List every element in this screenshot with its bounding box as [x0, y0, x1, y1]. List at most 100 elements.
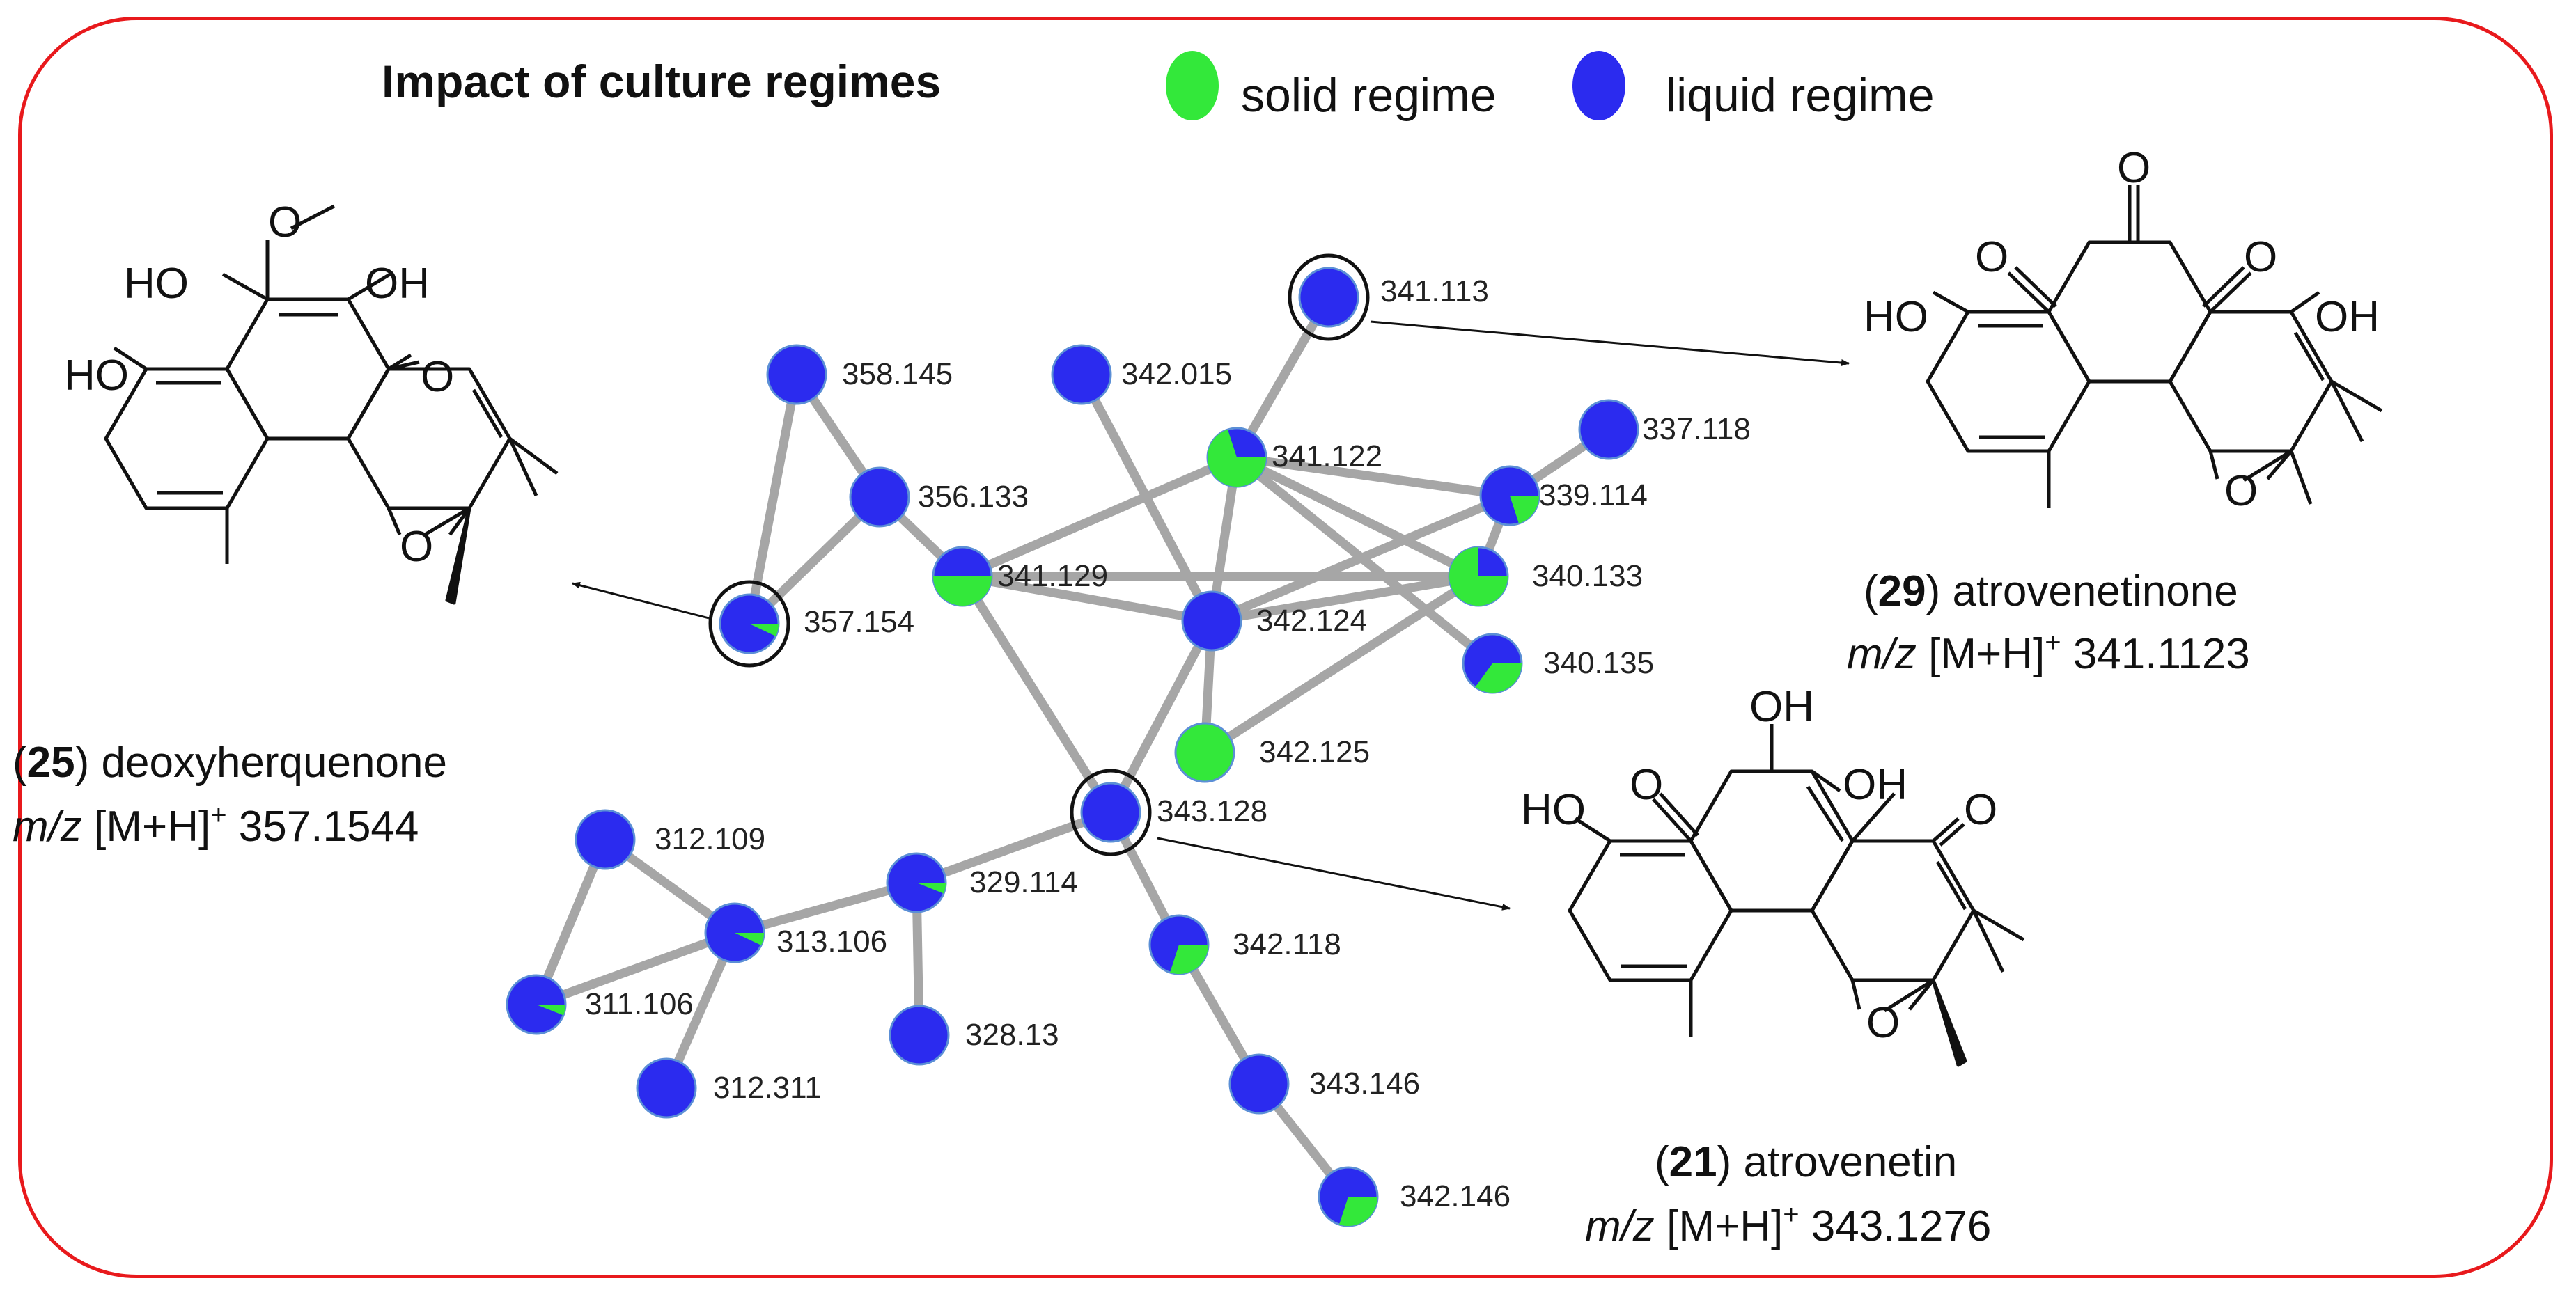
node-solid-share: [1449, 547, 1508, 606]
network-edge: [1232, 452, 1483, 581]
network-node: 356.133: [849, 466, 1029, 528]
caption-atrovenetinone-mz: m/z [M+H]+ 341.1123: [1847, 613, 2250, 678]
atom-ho-low: HO: [64, 352, 129, 400]
atom-ho-left: HO: [124, 260, 189, 308]
node-highlight-ring: [708, 580, 790, 668]
network-edge: [1106, 616, 1217, 817]
network-node: 311.106: [506, 974, 694, 1035]
arrow-to-atrovenetinone: [1370, 320, 1850, 367]
network-edge: [1232, 292, 1334, 462]
network-node: 357.154: [708, 580, 914, 668]
network-node: 341.113: [1288, 253, 1489, 341]
node-liquid-share: [1174, 722, 1235, 783]
network-node: 312.109: [575, 809, 765, 870]
compound-name: atrovenetinone: [1953, 567, 2238, 615]
network-node: 343.146: [1228, 1053, 1420, 1115]
node-solid-share: [1339, 1197, 1377, 1226]
node-liquid-share: [849, 466, 910, 528]
legend-swatch-solid: [1166, 51, 1219, 120]
atom-ho: HO: [1521, 786, 1586, 834]
network-node: 337.118: [1578, 399, 1751, 460]
atom-o2: O: [1975, 233, 2008, 281]
atom-ring-o: O: [400, 523, 433, 571]
network-edge: [912, 808, 1116, 888]
atom-oh-right: OH: [1843, 761, 1907, 809]
node-label: 358.145: [842, 357, 953, 391]
atom-ho: HO: [1864, 293, 1928, 341]
node-label: 337.118: [1642, 412, 1751, 446]
compound-number: 21: [1669, 1138, 1717, 1186]
arrow-to-deoxyherquenone: [572, 581, 710, 620]
atom-oh: OH: [2315, 293, 2380, 341]
node-label: 342.146: [1400, 1179, 1511, 1213]
arrow-to-atrovenetin: [1157, 837, 1511, 911]
node-highlight-ring: [1070, 769, 1152, 856]
structure-deoxyherquenone: [104, 204, 559, 605]
structure-atrovenetin: [1568, 724, 2025, 1067]
mz-value: 343.1276: [1811, 1202, 1992, 1250]
network-node: 329.114: [886, 852, 1078, 913]
node-solid-share: [916, 883, 946, 894]
network-node: 342.125: [1174, 722, 1370, 783]
node-solid-share: [1475, 663, 1522, 693]
compound-name: deoxyherquenone: [102, 739, 447, 787]
ion-type: [M+H]: [94, 803, 210, 851]
node-label: 312.109: [655, 822, 765, 856]
node-label: 342.125: [1259, 735, 1370, 769]
node-label: 341.122: [1272, 439, 1382, 473]
legend: solid regime liquid regime: [1166, 51, 1935, 122]
node-label: 339.114: [1539, 478, 1648, 512]
molecular-network: 341.113 358.145 342.015 337.118 341.122 356.1…: [506, 253, 1751, 1227]
node-solid-share: [1207, 430, 1266, 487]
network-node: 340.135: [1462, 633, 1654, 694]
network-node: 341.122: [1206, 427, 1382, 488]
charge: +: [2045, 627, 2061, 658]
node-label: 341.129: [997, 559, 1108, 593]
network-edges: [531, 292, 1614, 1202]
legend-item-liquid: liquid regime: [1572, 51, 1935, 122]
node-label: 313.106: [776, 924, 887, 959]
network-edge: [958, 452, 1242, 581]
caption-atrovenetinone-name: (29) atrovenetinone: [1864, 567, 2238, 615]
ion-type: [M+H]: [1928, 630, 2045, 678]
charge: +: [1783, 1199, 1799, 1230]
node-liquid-share: [1228, 1053, 1290, 1115]
charge: +: [210, 800, 226, 830]
network-edge: [1207, 572, 1483, 626]
network-node: 358.145: [766, 344, 953, 405]
network-edge: [1232, 452, 1515, 501]
node-liquid-share: [1051, 344, 1112, 405]
network-edge: [531, 928, 740, 1009]
node-solid-share: [1170, 945, 1208, 974]
network-node: 342.118: [1148, 914, 1341, 975]
node-liquid-share: [1181, 590, 1242, 652]
structure-atrovenetinone-atoms: O O O HO OH O: [1864, 144, 2380, 515]
network-node: 312.311: [636, 1057, 822, 1119]
figure-title: Impact of culture regimes: [382, 56, 941, 107]
node-label: 356.133: [918, 480, 1029, 514]
atom-ring-o: O: [1866, 999, 1900, 1047]
atom-oh-top: OH: [1749, 683, 1814, 731]
mz-prefix: m/z: [1585, 1202, 1655, 1250]
panel-border: [18, 17, 2553, 1278]
node-solid-share: [749, 624, 779, 636]
mz-value: 341.1123: [2073, 630, 2250, 678]
network-nodes: 341.113 358.145 342.015 337.118 341.122 356.1…: [506, 253, 1751, 1227]
legend-item-solid: solid regime: [1166, 51, 1497, 122]
network-node: 342.015: [1051, 344, 1232, 405]
compound-number: 25: [27, 739, 75, 787]
atom-ome: O: [268, 198, 302, 246]
network-node: 340.133: [1448, 546, 1643, 607]
node-solid-share: [536, 1005, 565, 1016]
atom-ketone-o: O: [421, 353, 454, 401]
network-edge: [958, 572, 1217, 626]
mz-value: 357.1544: [239, 803, 419, 851]
network-node: 339.114: [1479, 465, 1648, 526]
atom-o1: O: [2117, 144, 2150, 192]
node-label: 340.133: [1532, 559, 1643, 593]
network-edge: [1207, 491, 1515, 626]
structure-atrovenetin-atoms: OH O OH HO O O: [1521, 683, 1997, 1047]
annotation-arrows: [572, 320, 1850, 911]
node-liquid-share: [1080, 782, 1141, 843]
mz-prefix: m/z: [1847, 630, 1917, 678]
